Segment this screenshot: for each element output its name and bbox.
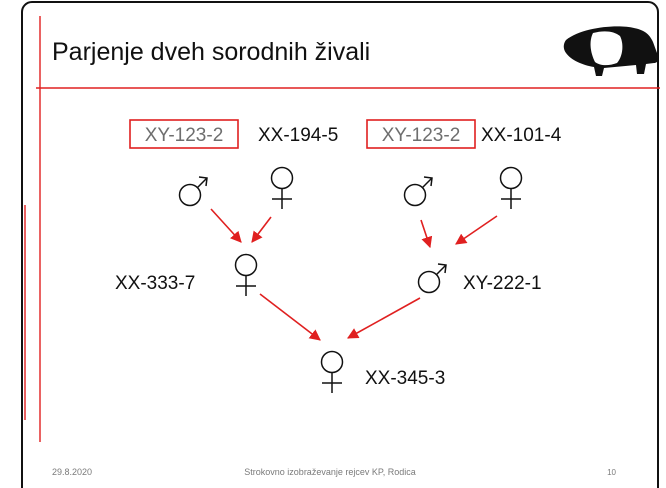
arrow-sire-to-offspring xyxy=(347,297,421,339)
granddam-left-label: XX-194-5 xyxy=(258,125,338,146)
grandsire-right-label: XY-123-2 xyxy=(382,125,461,146)
granddam-right-label: XX-101-4 xyxy=(481,125,562,146)
footer-page-number: 10 xyxy=(607,468,616,477)
repeated-ancestor-box-left xyxy=(129,119,239,149)
arrow-grandsire-left-to-dam xyxy=(210,208,242,243)
female-symbol-icon xyxy=(499,166,523,210)
female-symbol-icon xyxy=(234,253,258,297)
arrow-dam-to-offspring xyxy=(259,293,321,341)
arrow-granddam-left-to-dam xyxy=(251,216,272,243)
pig-silhouette-icon xyxy=(563,26,659,76)
slide-frame xyxy=(21,1,659,488)
footer-date: 29.8.2020 xyxy=(52,467,92,477)
male-symbol-icon xyxy=(178,176,208,207)
female-symbol-icon xyxy=(320,350,344,394)
sire-label: XY-222-1 xyxy=(463,273,542,294)
male-symbol-icon xyxy=(417,263,447,294)
dam-label: XX-333-7 xyxy=(115,273,195,294)
male-symbol-icon xyxy=(403,176,433,207)
footer-center: Strokovno izobraževanje rejcev KP, Rodic… xyxy=(244,467,415,477)
female-symbol-icon xyxy=(270,166,294,210)
repeated-ancestor-box-right xyxy=(366,119,476,149)
arrow-grandsire-right-to-sire xyxy=(420,219,433,249)
slide-title: Parjenje dveh sorodnih živali xyxy=(52,38,370,66)
offspring-label: XX-345-3 xyxy=(365,368,445,389)
arrow-granddam-right-to-sire xyxy=(455,215,498,245)
grandsire-left-label: XY-123-2 xyxy=(145,125,224,146)
